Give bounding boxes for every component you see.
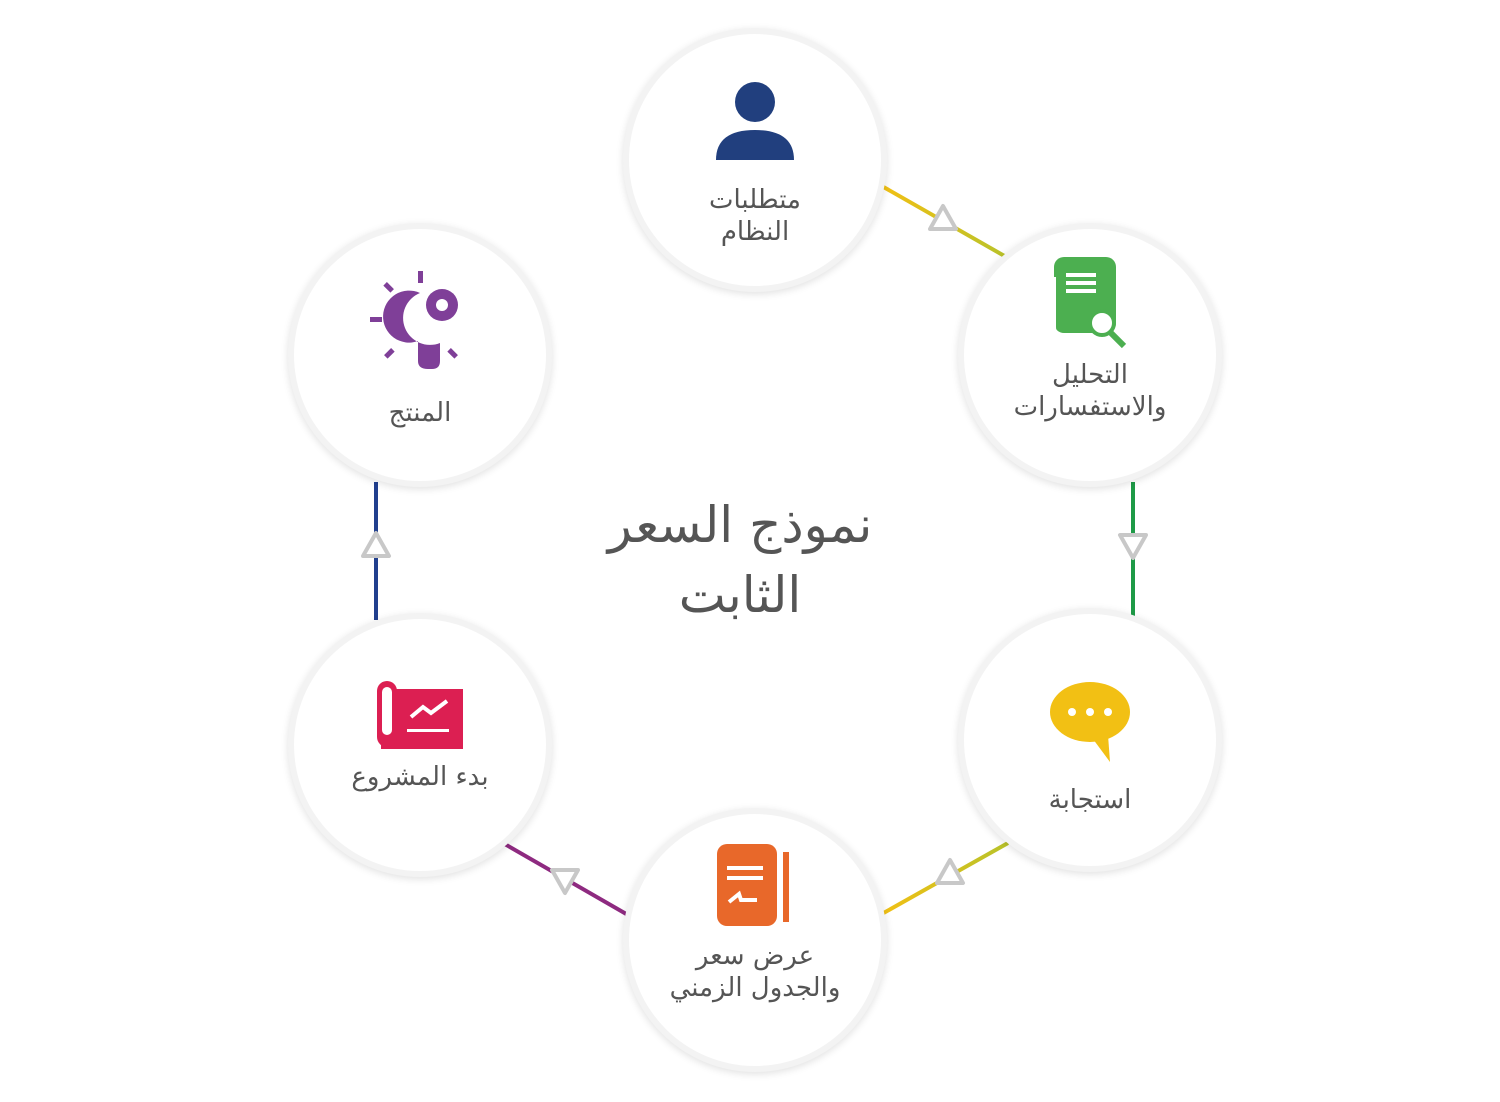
- diagram-title: نموذج السعر الثابت: [540, 490, 940, 630]
- arrow-up-icon: [935, 858, 965, 885]
- node-analysis: التحليل والاستفسارات: [964, 229, 1216, 481]
- node-label: والجدول الزمني: [669, 973, 841, 1003]
- node-product: المنتج: [294, 229, 546, 481]
- arrow-down-icon: [550, 868, 580, 895]
- chart-banner-icon: [377, 681, 463, 749]
- arrow-down-icon: [1118, 533, 1148, 560]
- node-requirements: متطلبات النظام: [629, 34, 881, 286]
- node-label: متطلبات: [709, 185, 801, 215]
- node-label: النظام: [720, 217, 790, 247]
- speech-bubble-icon: [1050, 682, 1130, 762]
- node-label: عرض سعر: [695, 941, 815, 971]
- node-label: التحليل: [1052, 360, 1128, 390]
- node-quote: عرض سعر والجدول الزمني: [629, 814, 881, 1066]
- node-label: والاستفسارات: [1013, 392, 1167, 422]
- arrow-up-icon: [928, 204, 958, 231]
- node-response: استجابة: [964, 614, 1216, 866]
- document-pen-icon: [717, 844, 789, 926]
- node-label: المنتج: [388, 398, 452, 428]
- node-start: بدء المشروع: [294, 619, 546, 871]
- person-icon: [716, 82, 794, 160]
- title-line-2: الثابت: [678, 566, 802, 624]
- lightbulb-gear-icon: [370, 271, 458, 369]
- node-label: بدء المشروع: [351, 762, 489, 792]
- document-search-icon: [1052, 257, 1127, 349]
- title-line-1: نموذج السعر: [607, 496, 873, 554]
- arrow-up-icon: [361, 531, 391, 558]
- node-label: استجابة: [1048, 785, 1132, 815]
